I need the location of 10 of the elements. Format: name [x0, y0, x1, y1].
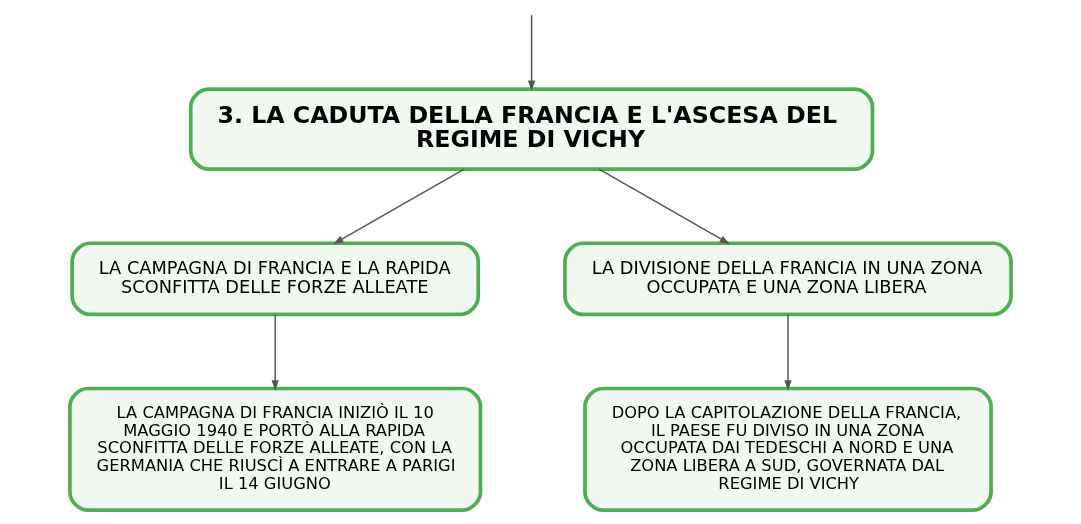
arrow — [333, 168, 465, 245]
node-box: LA CAMPAGNA DI FRANCIA E LA RAPIDA SCONFITTA DELLE FORZE ALLEATE — [70, 241, 481, 317]
arrow — [784, 313, 792, 391]
node-box: LA DIVISIONE DELLA FRANCIA IN UNA ZONA OCCUPATA E UNA ZONA LIBERA — [563, 241, 1013, 317]
arrow — [598, 168, 731, 245]
arrow — [271, 313, 279, 391]
node-box: 3. LA CADUTA DELLA FRANCIA E L'ASCESA DEL REGIME DI VICHY — [188, 87, 875, 171]
node-box: DOPO LA CAPITOLAZIONE DELLA FRANCIA, IL PAESE FU DIVISO IN UNA ZONA OCCUPATA DAI TEDESCHI A NORD E UNA ZONA LIBERA A SUD, GOVERNATA DAL REGIME DI VICHY — [583, 386, 993, 512]
node-box: LA CAMPAGNA DI FRANCIA INIZIÒ IL 10 MAGGIO 1940 E PORTÒ ALLA RAPIDA SCONFITTA DELLE FORZE ALLEATE, CON LA GERMANIA CHE RIUSCÌ A ENTRARE A PARIGI IL 14 GIUGNO — [68, 386, 483, 512]
arrow — [527, 14, 536, 91]
